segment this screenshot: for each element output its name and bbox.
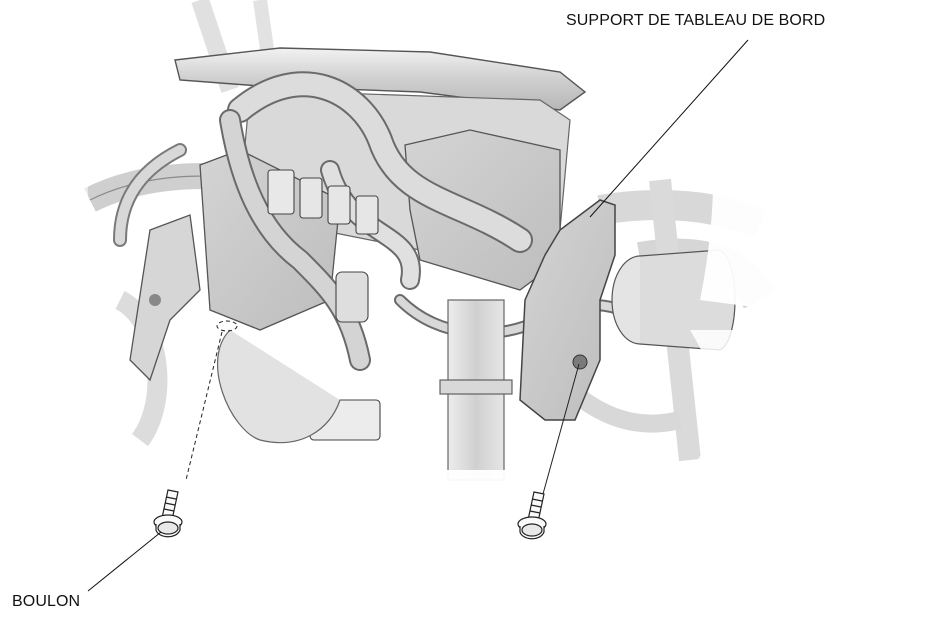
leader-lines xyxy=(87,39,749,592)
bolt-label: BOULON xyxy=(12,593,81,610)
bolt-hole-guide-right xyxy=(542,363,580,495)
bolt-left-icon xyxy=(153,489,183,538)
leader-support xyxy=(589,39,749,218)
leader-boulon xyxy=(87,531,162,592)
bolt-hole-dashed-guide-left xyxy=(185,320,238,481)
steering-stem xyxy=(217,299,513,481)
left-stay-bracket xyxy=(129,214,201,382)
connector-plugs xyxy=(267,169,381,441)
bolt-right-icon xyxy=(517,491,547,540)
dashboard-bracket-label: SUPPORT DE TABLEAU DE BORD xyxy=(566,12,826,29)
dashboard-bracket xyxy=(519,199,616,421)
